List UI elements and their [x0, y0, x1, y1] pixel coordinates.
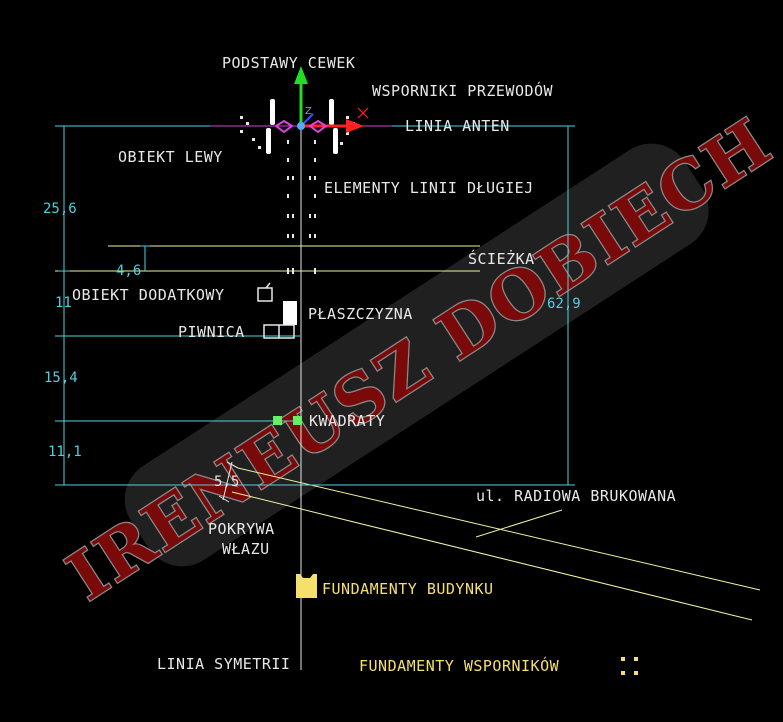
dim-25-6: 25,6: [43, 201, 77, 217]
dim-11: 11: [55, 295, 72, 311]
label-pokrywa-1: POKRYWA: [208, 520, 275, 538]
additional-object-marker: [257, 282, 273, 302]
label-kwadraty: KWADRATY: [309, 412, 385, 430]
reference-lines: [55, 125, 575, 486]
dim-62-9: 62,9: [547, 296, 581, 312]
watermark-smudge: [124, 143, 709, 567]
axis-z-label: Z: [305, 106, 312, 117]
label-linia-anten: LINIA ANTEN: [405, 117, 510, 135]
green-squares: [273, 416, 302, 425]
label-sciezka: ŚCIEŻKA: [468, 249, 535, 268]
building-foundation: [296, 574, 317, 598]
basement-block: [263, 324, 295, 339]
label-linia-symetrii: LINIA SYMETRII: [157, 655, 290, 673]
dim-11-1: 11,1: [48, 444, 82, 460]
street-leader: [475, 509, 563, 538]
label-wsporniki-przewodow: WSPORNIKI PRZEWODÓW: [372, 81, 554, 100]
dimension-chain-left: [58, 125, 150, 486]
label-ul-radiowa: ul. RADIOWA BRUKOWANA: [476, 487, 676, 505]
label-fundamenty-budynku: FUNDAMENTY BUDYNKU: [322, 580, 494, 598]
label-podstawy-cewek: PODSTAWY CEWEK: [222, 54, 355, 72]
support-foundations: [621, 657, 638, 675]
street-lines: [231, 467, 761, 621]
dim-4-6: 4,6: [116, 263, 141, 279]
labels: PODSTAWY CEWEK WSPORNIKI PRZEWODÓW LINIA…: [72, 54, 676, 675]
dimension-5-5: [218, 461, 239, 503]
plane-block: [283, 301, 297, 325]
label-obiekt-lewy: OBIEKT LEWY: [118, 148, 223, 166]
label-elementy-linii-dlugiej: ELEMENTY LINII DŁUGIEJ: [324, 179, 534, 197]
label-obiekt-dodatkowy: OBIEKT DODATKOWY: [72, 286, 225, 304]
long-line-elements: [287, 140, 316, 274]
dim-5-5: 5,5: [214, 474, 239, 490]
dim-15-4: 15,4: [44, 370, 78, 386]
label-plaszczyzna: PŁASZCZYZNA: [308, 305, 413, 323]
coil-bases: [266, 99, 338, 154]
label-pokrywa-2: WŁAZU: [222, 540, 270, 558]
label-piwnica: PIWNICA: [178, 323, 245, 341]
ucs-axis-icon: Z: [274, 66, 369, 134]
dimension-texts: 25,6 4,6 11 15,4 11,1 5,5 62,9: [43, 201, 581, 490]
dimension-right: [562, 125, 574, 486]
label-fundamenty-wspornikow: FUNDAMENTY WSPORNIKÓW: [359, 656, 560, 675]
